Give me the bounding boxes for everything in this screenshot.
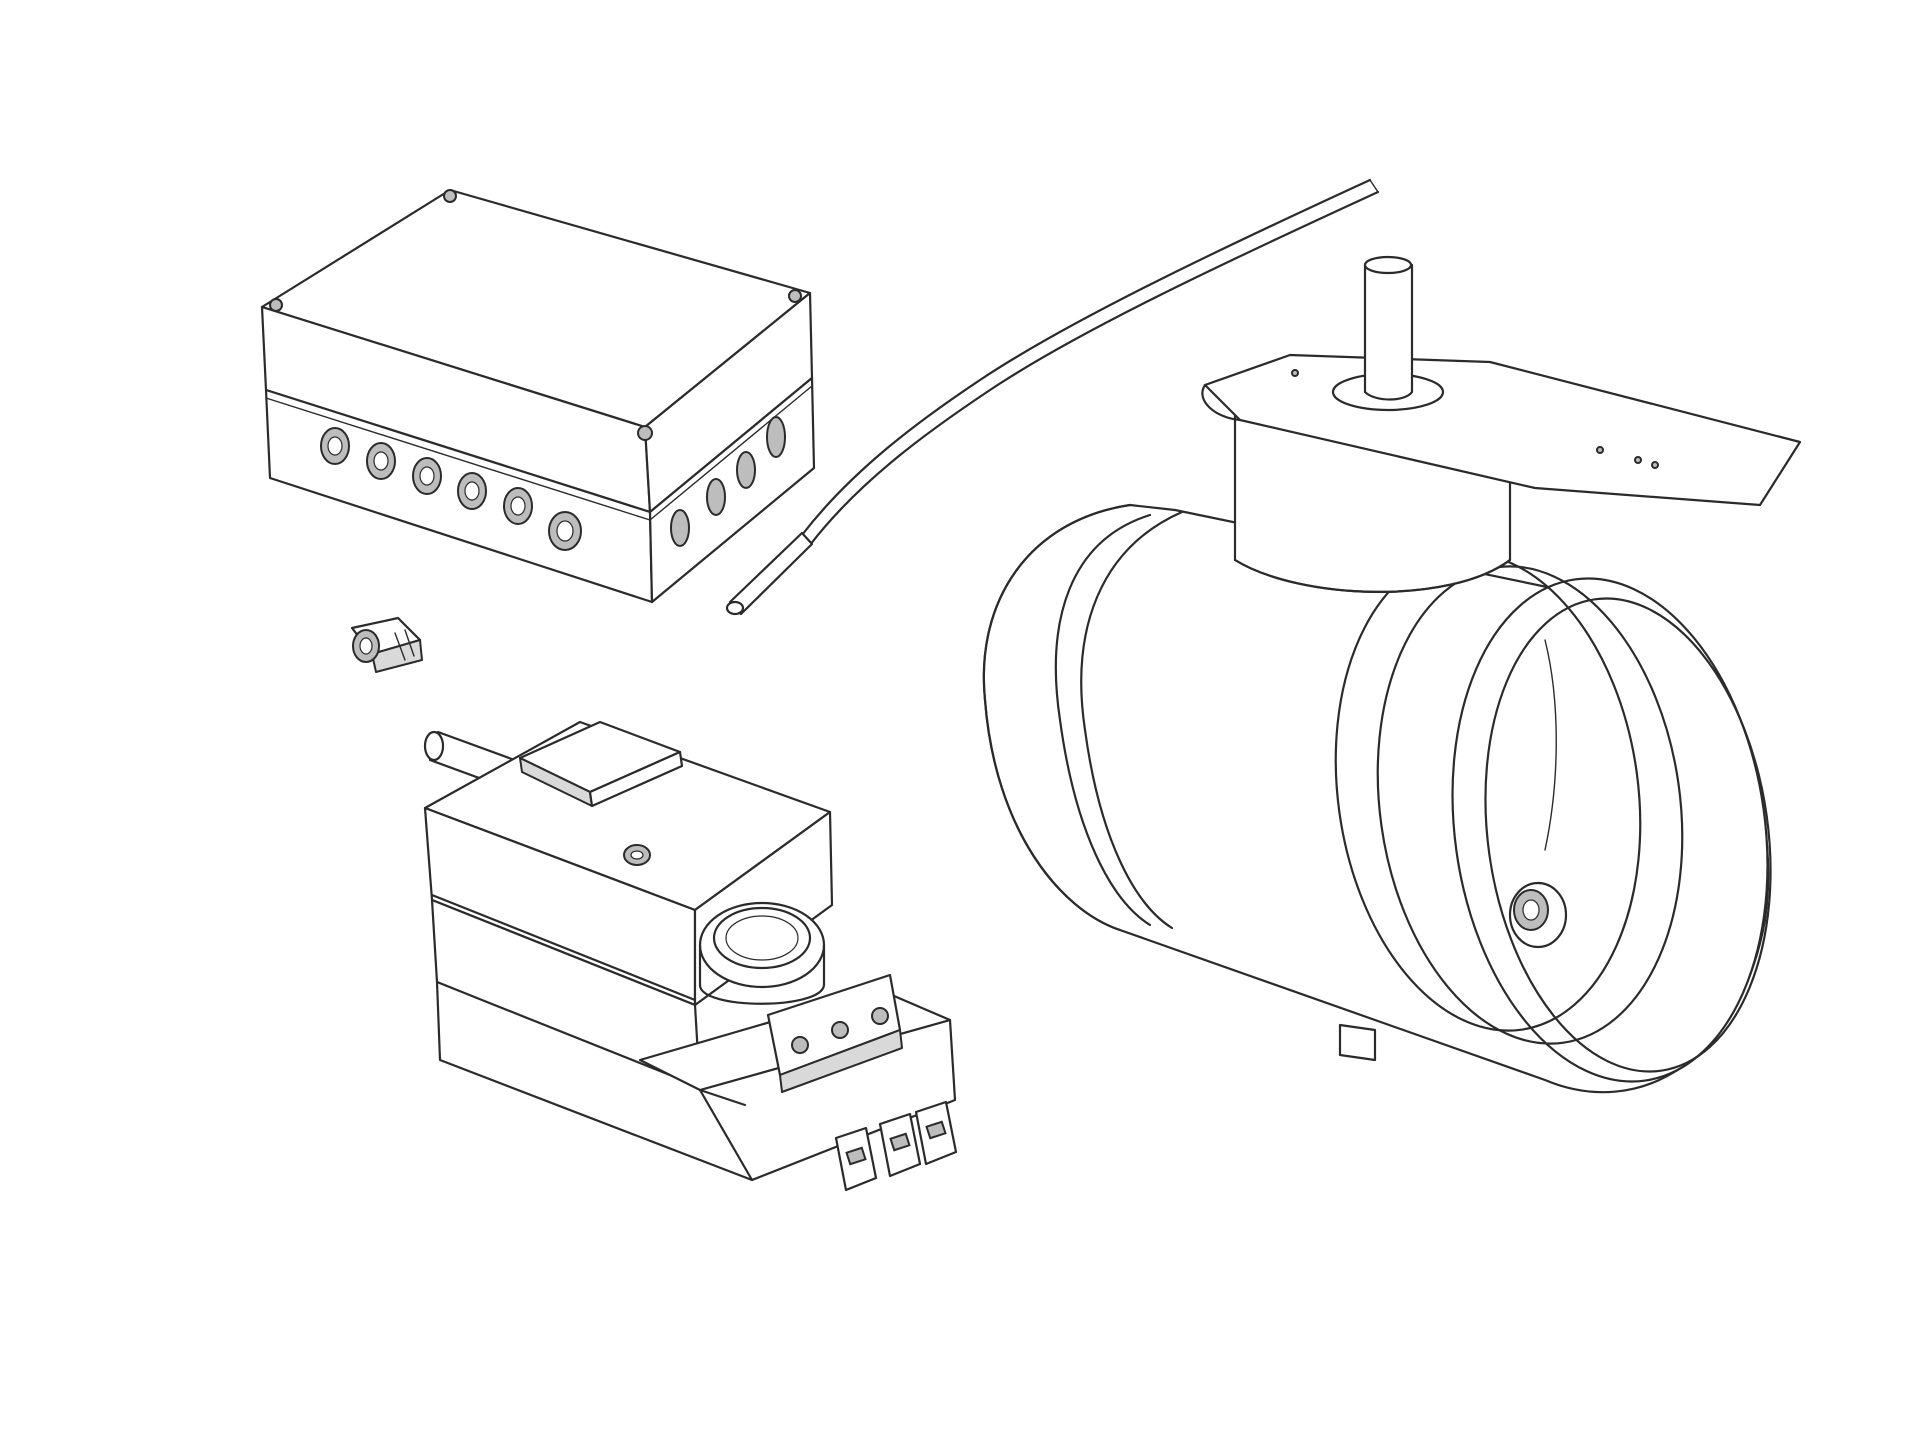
- screw-icon: [831, 1021, 849, 1039]
- damper-shaft: [1363, 263, 1414, 401]
- screw-icon: [791, 1036, 809, 1054]
- junction-box-knockouts-side: [670, 416, 786, 547]
- screw-icon: [637, 425, 653, 441]
- duct-outlet-collar: [1451, 577, 1769, 1083]
- cable-gland: [350, 616, 423, 673]
- screw-icon: [443, 189, 457, 203]
- actuator-terminals: [834, 1100, 958, 1192]
- screw-icon: [269, 298, 283, 312]
- sensor-probe: [728, 531, 814, 616]
- duct-bottom-pin: [1338, 1023, 1377, 1062]
- duct-actuator-mount: [1201, 255, 1802, 593]
- screw-icon: [788, 289, 802, 303]
- duct-damper: [982, 255, 1802, 1094]
- duct-bearing-bolt: [1508, 881, 1568, 949]
- junction-box-knockouts-front: [320, 427, 582, 551]
- screw-icon: [871, 1007, 889, 1025]
- sensor-cable: [808, 190, 1380, 547]
- temperature-sensor: [725, 178, 1380, 616]
- junction-box: [260, 188, 816, 604]
- actuator-shaft-clamp: [698, 901, 826, 1005]
- damper-actuator: [423, 720, 958, 1192]
